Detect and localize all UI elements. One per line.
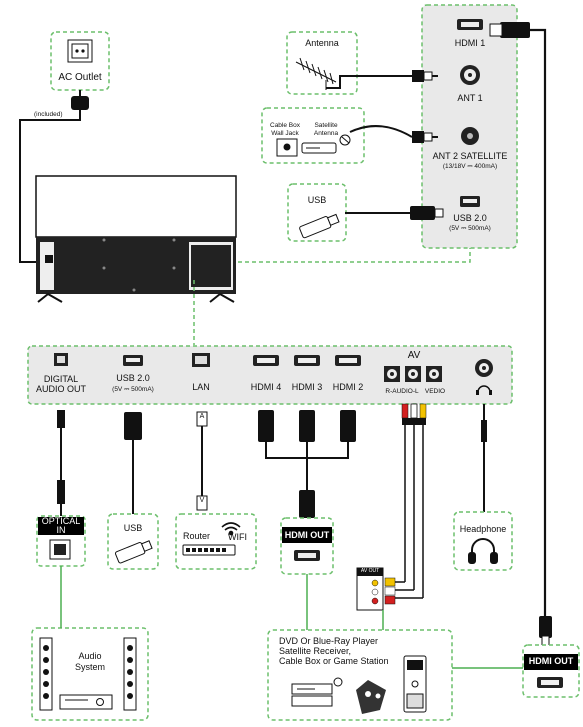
- side-usb-cable: [345, 206, 444, 220]
- hdmi-merge-cable: [258, 410, 356, 518]
- side-ant1-label: ANT 1: [457, 93, 483, 103]
- hdmi3-port: [294, 355, 320, 366]
- lan-cable: [196, 411, 208, 511]
- callout-lines: [193, 248, 471, 345]
- satellite-antenna-label: Satellite Antenna: [313, 122, 339, 137]
- hdmi-out-right-port: [537, 677, 563, 688]
- dvd-player-icon: [291, 677, 343, 707]
- wall-jack-icon: [276, 138, 298, 157]
- hdmi3-label: HDMI 3: [291, 382, 323, 392]
- receiver-icon: [59, 694, 113, 710]
- hdmi4-port: [253, 355, 279, 366]
- av-out-panel: [356, 567, 384, 611]
- side-ant1-port: [460, 65, 480, 85]
- speaker-right-icon: [123, 637, 137, 711]
- bottom-usb-cable: [124, 412, 142, 514]
- headphone-port: [475, 359, 493, 395]
- lan-label: LAN: [192, 382, 210, 392]
- side-ant2-label: ANT 2 SATELLITE: [432, 151, 508, 161]
- hdmi-out-center-header: [282, 527, 332, 543]
- hdmi-out-center-label: HDMI OUT: [284, 530, 330, 540]
- digital-audio-port: [54, 353, 68, 366]
- side-hdmi1-port: [457, 19, 483, 30]
- power-cable: [19, 90, 89, 263]
- ac-outlet-icon: [67, 39, 93, 63]
- av-label: AV: [407, 350, 421, 361]
- ac-outlet-label: AC Outlet: [58, 72, 102, 83]
- side-usb-label: USB 2.0: [453, 213, 487, 223]
- wifi-label: WIFI: [228, 532, 247, 542]
- headphone-label: Headphone: [459, 524, 507, 534]
- satellite-receiver-icon: [301, 134, 351, 154]
- usb-device-icon: [115, 540, 153, 564]
- headphone-box: [453, 511, 513, 571]
- side-hdmi1-label: HDMI 1: [454, 38, 486, 48]
- router-label: Router: [183, 531, 211, 541]
- bottom-usb-port: [123, 355, 143, 366]
- tv-back-icon: [35, 175, 237, 303]
- hdmi-out-right-box: [522, 644, 580, 698]
- hdmi4-label: HDMI 4: [250, 382, 282, 392]
- cable-box-wall-jack-label: Cable Box Wall Jack: [270, 122, 300, 137]
- side-hdmi-cable: [489, 22, 552, 647]
- antenna-label: Antenna: [305, 38, 339, 48]
- side-usb-spec: (5V ⎓ 500mA): [449, 225, 491, 232]
- optical-in-label: OPTICAL IN: [41, 516, 81, 535]
- wifi-icon: [221, 522, 241, 536]
- side-connector-panel: [421, 4, 518, 249]
- hdmi-out-center-port: [294, 550, 320, 561]
- lan-plug-letter-bottom: V: [199, 497, 205, 504]
- av-out-label: AV OUT: [360, 568, 380, 574]
- lan-plug-letter-top: A: [199, 413, 205, 420]
- av-ports: [384, 366, 442, 382]
- hdmi2-label: HDMI 2: [332, 382, 364, 392]
- lan-port: [192, 353, 210, 367]
- satellite-cable: [349, 125, 438, 143]
- green-connection-lines: [60, 566, 523, 669]
- side-usb-port: [460, 196, 480, 207]
- hdmi2-port: [335, 355, 361, 366]
- hdmi-out-center-box: [280, 517, 334, 575]
- usb-stick-icon: [299, 213, 340, 239]
- optical-in-port-icon: [49, 539, 71, 560]
- hdmi-out-right-label: HDMI OUT: [528, 656, 574, 666]
- side-ant2-spec: (13/18V ⎓ 400mA): [442, 163, 498, 170]
- optical-cable: [57, 410, 65, 516]
- bottom-usb-label: USB 2.0: [116, 373, 150, 383]
- game-controller-icon: [356, 680, 386, 714]
- dvd-sources-label: DVD Or Blue-Ray Player Satellite Receive…: [279, 636, 389, 666]
- side-ant2-port: [461, 127, 479, 145]
- speaker-left-icon: [39, 637, 53, 711]
- video-label: VEDIO: [424, 388, 446, 395]
- hdmi-out-right-header: [524, 654, 578, 670]
- included-label: (included): [34, 111, 63, 118]
- audio-system-label: Audio System: [74, 651, 105, 672]
- usb-stick-top-label: USB: [307, 195, 327, 205]
- optical-in-header: [38, 517, 84, 535]
- antenna-cable: [326, 70, 438, 89]
- bottom-usb-spec: (5V ⎓ 500mA): [112, 386, 154, 393]
- r-audio-l-label: R-AUDIO-L: [385, 388, 419, 395]
- usb-device-label: USB: [123, 523, 143, 533]
- digital-audio-out-label: DIGITAL AUDIO OUT: [35, 374, 86, 394]
- rca-cable: [384, 403, 427, 605]
- bottom-connector-panel: [27, 345, 513, 405]
- game-console-icon: [403, 655, 427, 713]
- router-icon: [182, 544, 236, 556]
- headphone-icon: [468, 538, 498, 564]
- headphone-cable: [481, 404, 487, 512]
